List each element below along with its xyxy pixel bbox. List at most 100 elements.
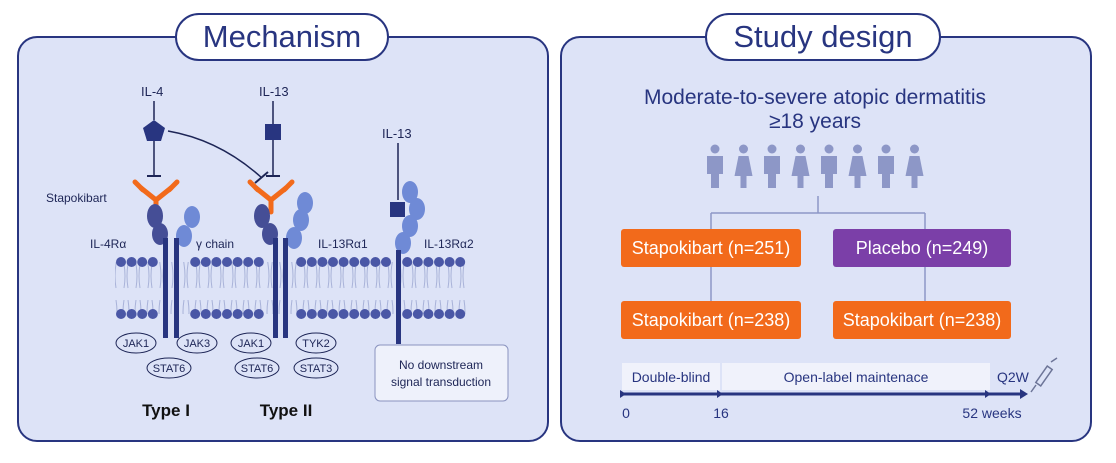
type2-label: Type II [260, 401, 313, 420]
female-patient-icon [848, 144, 867, 188]
lipid-head [253, 257, 264, 267]
lipid-head [222, 309, 232, 319]
jak3-label: JAK3 [184, 338, 210, 350]
lipid-head [328, 257, 338, 267]
lipid-head [359, 257, 370, 267]
arm-placebo-randomized: Placebo (n=249) [833, 229, 1011, 267]
arm-stapokibart-randomized: Stapokibart (n=251) [621, 229, 801, 267]
lipid-head [359, 309, 370, 319]
lipid-head [190, 309, 201, 319]
gamma-chain-label: γ chain [196, 237, 234, 251]
il4ra-label: IL-4Rα [90, 237, 126, 251]
stat3-label: STAT3 [300, 363, 333, 375]
male-patient-icon [764, 144, 780, 188]
lipid-head [381, 257, 391, 267]
study-design-title: Study design [705, 13, 941, 61]
female-patient-icon [905, 144, 924, 188]
lipid-head [126, 309, 137, 319]
lipid-head [306, 257, 317, 267]
tyk2-label: TYK2 [302, 338, 330, 350]
il4-ligand-shape [143, 120, 165, 141]
lipid-head [200, 309, 211, 319]
arm-stapokibart-maintenance-1: Stapokibart (n=238) [621, 301, 801, 339]
phase1-label: Double-blind [632, 369, 711, 385]
lipid-head [243, 257, 254, 267]
lipid-head [232, 257, 243, 267]
il13-bound-ligand [390, 202, 405, 217]
lipid-head [137, 309, 148, 319]
tick-marker-16 [717, 390, 723, 398]
lipid-head [137, 257, 148, 267]
lipid-head [253, 309, 264, 319]
lipid-head [349, 257, 360, 267]
lipid-head [147, 257, 158, 267]
cell-membrane [115, 257, 470, 319]
lipid-head [402, 309, 413, 319]
lipid-head [423, 309, 434, 319]
arm-stapokibart-maintenance-2: Stapokibart (n=238) [833, 301, 1011, 339]
no-signal-box [374, 344, 509, 402]
lipid-head [381, 309, 391, 319]
il4-type2-inhibition-arc [167, 130, 263, 179]
tick-label-52: 52 weeks [962, 405, 1021, 421]
lipid-head [412, 309, 423, 319]
lipid-head [296, 257, 307, 267]
population-line2: ≥18 years [769, 110, 861, 133]
lipid-head [222, 257, 232, 267]
lipid-head [211, 309, 222, 319]
lipid-head [232, 309, 243, 319]
phase-open-label [722, 363, 990, 390]
lipid-head [444, 257, 455, 267]
lipid-head [338, 257, 349, 267]
il13ra1-label: IL-13Rα1 [318, 237, 368, 251]
dosing-label: Q2W [997, 369, 1030, 385]
syringe-icon [1030, 357, 1058, 393]
il4ra-receptor-type1 [147, 204, 168, 338]
lipid-head [211, 257, 222, 267]
il13-decoy-label: IL-13 [382, 126, 412, 141]
lipid-head [338, 309, 349, 319]
lipid-head [317, 309, 328, 319]
lipid-head [455, 257, 466, 267]
randomization-tree [710, 196, 926, 301]
il4ra-receptor-type2 [254, 204, 278, 338]
tick-label-16: 16 [713, 405, 729, 421]
il13-ligand-shape [265, 124, 281, 140]
il13ra2-receptor [395, 181, 425, 344]
il13ra1-receptor [283, 192, 313, 338]
no-signal-line2: signal transduction [391, 375, 491, 389]
mechanism-title: Mechanism [175, 13, 389, 61]
il13-type2-label: IL-13 [259, 84, 289, 99]
female-patient-icon [734, 144, 753, 188]
tick-marker-0 [620, 390, 626, 398]
stat6-type2-label: STAT6 [241, 363, 274, 375]
jak1-type2-label: JAK1 [238, 338, 264, 350]
lipid-head [349, 309, 360, 319]
tick-label-0: 0 [622, 405, 630, 421]
lipid-head [190, 257, 201, 267]
male-patient-icon [707, 144, 723, 188]
lipid-head [455, 309, 466, 319]
tick-marker-52 [985, 390, 991, 398]
gamma-chain-receptor [174, 206, 200, 338]
lipid-head [423, 257, 434, 267]
no-signal-line1: No downstream [399, 358, 483, 372]
stapokibart-label: Stapokibart [46, 191, 107, 205]
lipid-head [370, 257, 381, 267]
jak1-type1-label: JAK1 [123, 338, 149, 350]
lipid-head [434, 257, 444, 267]
stat6-type1-label: STAT6 [153, 363, 186, 375]
male-patient-icon [878, 144, 894, 188]
lipid-head [296, 309, 307, 319]
lipid-head [200, 257, 211, 267]
phase2-label: Open-label maintenace [784, 369, 929, 385]
lipid-head [328, 309, 338, 319]
il4-label: IL-4 [141, 84, 163, 99]
male-patient-icon [821, 144, 837, 188]
lipid-head [444, 309, 455, 319]
lipid-head [434, 309, 444, 319]
phase-double-blind [622, 363, 720, 390]
lipid-head [116, 257, 126, 267]
patient-icons [707, 144, 924, 188]
